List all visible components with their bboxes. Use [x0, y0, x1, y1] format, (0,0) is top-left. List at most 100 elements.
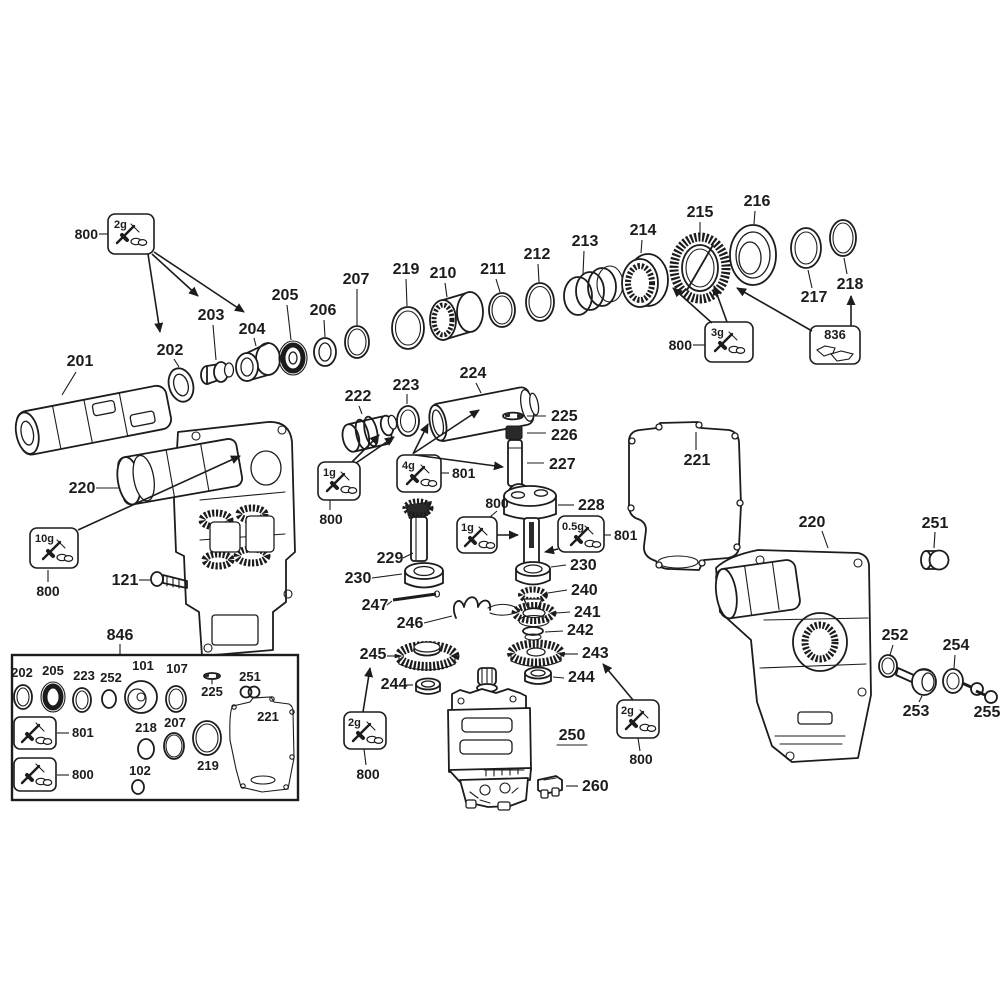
- label-228: 228: [578, 497, 605, 514]
- part-226-seal: [505, 425, 523, 440]
- arrow-to-216-area: [736, 287, 813, 332]
- kit-label-205: 205: [42, 663, 64, 678]
- kit-label-251: 251: [239, 669, 261, 684]
- label-229: 229: [377, 550, 404, 567]
- part-222-striker: [341, 414, 398, 453]
- part-252-ring: [878, 654, 898, 678]
- label-205: 205: [272, 287, 299, 304]
- label-201: 201: [67, 353, 94, 370]
- kit-box-outline: [10, 653, 300, 802]
- grease-amount: 3g: [711, 327, 724, 339]
- kit-box-846: 846 202 205 223 252 101 107 225 251 801 …: [10, 627, 300, 802]
- label-218: 218: [837, 276, 864, 293]
- label-219: 219: [393, 261, 420, 278]
- part-221-gasket: [627, 421, 744, 571]
- part-218-ring: [829, 219, 857, 257]
- arrow-to-203: [151, 253, 199, 297]
- label-207: 207: [343, 271, 370, 288]
- part-250-motor: [447, 667, 532, 811]
- label-260: 260: [582, 778, 609, 795]
- part-202-ring: [167, 367, 195, 403]
- grease-amount: 0.5g: [562, 521, 584, 533]
- label-800: 800: [319, 511, 343, 527]
- kit-label-221: 221: [257, 709, 279, 724]
- grease-callout-3g: 3g 800: [669, 285, 754, 363]
- part-244-bearing-right: [524, 666, 552, 685]
- label-215: 215: [687, 204, 714, 221]
- part-230-bearing-right: [515, 561, 551, 586]
- part-241-clutch-gear: [511, 602, 557, 628]
- kit-label-102: 102: [129, 763, 151, 778]
- part-220-gear-housing-left: [116, 421, 296, 657]
- label-800: 800: [36, 583, 60, 599]
- part-214-clutch-ring: [621, 253, 669, 308]
- arrow-to-202: [147, 253, 164, 333]
- kit-grease-box-800: [13, 757, 57, 792]
- part-121-screw: [150, 571, 188, 589]
- part-204-bushing: [235, 342, 281, 382]
- label-800: 800: [75, 226, 99, 242]
- label-254: 254: [943, 637, 970, 654]
- label-210: 210: [430, 265, 457, 282]
- kit-label-252: 252: [100, 670, 122, 685]
- arrow-to-224-right: [413, 409, 480, 454]
- label-801: 801: [452, 465, 476, 481]
- part-228-crank: [503, 485, 557, 567]
- label-216: 216: [744, 193, 771, 210]
- callout-836-clip: 836: [736, 287, 861, 365]
- part-213-spring-washers: [563, 265, 624, 316]
- label-202: 202: [157, 342, 184, 359]
- part-205-seal: [278, 340, 308, 376]
- kit-label-207: 207: [164, 715, 186, 730]
- label-121: 121: [112, 572, 139, 589]
- part-206-washer: [313, 337, 337, 367]
- label-242: 242: [567, 622, 594, 639]
- part-246-wire-clip: [452, 596, 521, 619]
- part-255-screws: [961, 681, 998, 704]
- arrow-to-housing: [77, 455, 241, 531]
- arrow-to-crank-stem: [544, 545, 559, 555]
- part-242-washer: [522, 626, 544, 641]
- label-220-right: 220: [799, 514, 826, 531]
- grease-callout-2g-right: 2g 800: [602, 663, 660, 767]
- part-215-bevel-gear: [669, 232, 731, 304]
- part-243-gear: [507, 639, 565, 668]
- label-251-right: 251: [922, 515, 949, 532]
- grease-amount: 4g: [402, 460, 415, 472]
- grease-callout-1g-left: 1g 800: [317, 434, 395, 527]
- label-836: 836: [824, 327, 846, 342]
- part-207-snap-ring: [344, 325, 370, 359]
- part-229-bevel-shaft: [402, 498, 434, 562]
- label-225: 225: [551, 408, 578, 425]
- label-230-right: 230: [570, 557, 597, 574]
- part-219-ring: [391, 306, 425, 350]
- kit-label-800: 800: [72, 767, 94, 782]
- kit-label-223: 223: [73, 668, 95, 683]
- label-214: 214: [630, 222, 657, 239]
- grease-amount: 10g: [35, 533, 54, 545]
- label-211: 211: [480, 261, 506, 278]
- arrow-to-222-b: [355, 436, 395, 464]
- label-800: 800: [669, 337, 693, 353]
- label-801: 801: [614, 527, 638, 543]
- label-241: 241: [574, 604, 601, 621]
- label-223: 223: [393, 377, 420, 394]
- part-244-bearing-left: [415, 677, 441, 695]
- part-245-gear: [394, 641, 460, 671]
- grease-callout-10g: 10g 800: [29, 455, 241, 599]
- label-800: 800: [629, 751, 653, 767]
- label-240: 240: [571, 582, 598, 599]
- part-260-connector: [537, 775, 563, 799]
- part-211-ring: [488, 292, 516, 328]
- kit-label-219: 219: [197, 758, 219, 773]
- kit-label-101: 101: [132, 658, 154, 673]
- kit-label-202: 202: [11, 665, 33, 680]
- part-210-needle-bearing: [429, 291, 484, 341]
- label-204: 204: [239, 321, 266, 338]
- part-212-ring: [525, 282, 555, 322]
- label-245: 245: [360, 646, 387, 663]
- grease-callout-top-left: 2g 800: [75, 213, 245, 333]
- label-221: 221: [684, 452, 711, 469]
- grease-callout-05g: 0.5g 801: [544, 515, 638, 555]
